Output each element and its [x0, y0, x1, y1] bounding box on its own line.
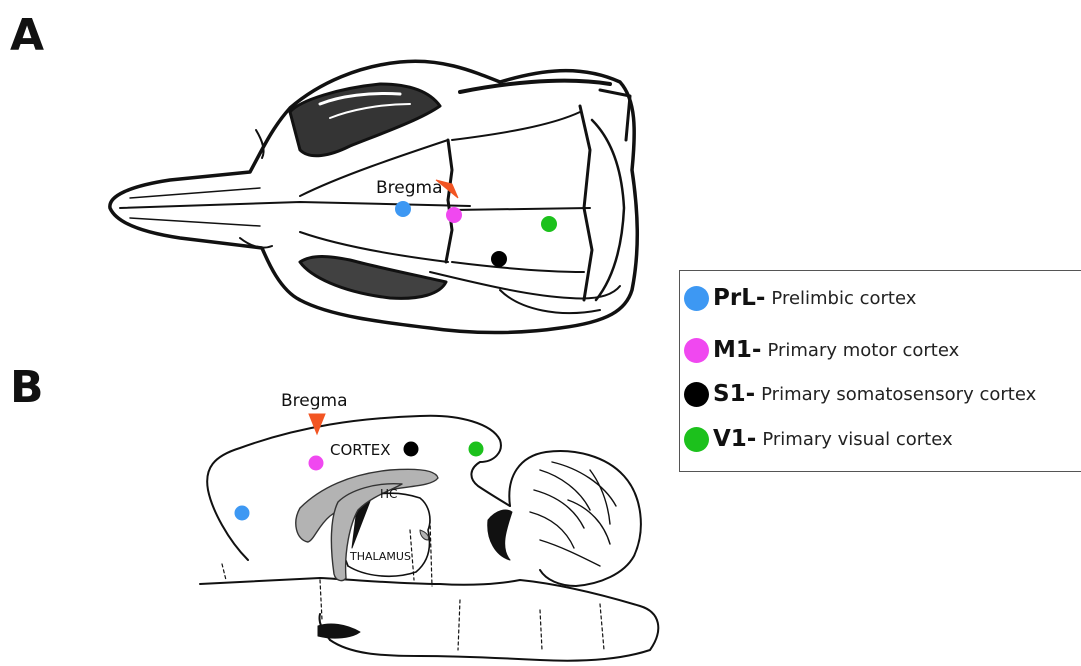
legend-item-m1: M1- Primary motor cortex [684, 337, 959, 363]
legend-dot-m1 [684, 338, 709, 363]
legend-abbr: S1- [713, 381, 755, 407]
thalamus-label: THALAMUS [349, 550, 411, 563]
lambdoid-suture [580, 106, 592, 300]
brain-sagittal-view [200, 416, 658, 661]
bregma-label-dorsal: Bregma [376, 178, 443, 198]
site-m1-sagittal [309, 456, 324, 471]
legend-item-v1: V1- Primary visual cortex [684, 426, 953, 452]
olfactory-dark-region [318, 624, 360, 638]
site-prl-sagittal [235, 506, 250, 521]
sagittal-suture [452, 208, 590, 210]
legend: PrL- Prelimbic cortex M1- Primary motor … [679, 270, 1081, 472]
hc-label: HC [380, 487, 397, 501]
site-m1-dorsal [446, 207, 462, 223]
legend-abbr: PrL- [713, 285, 765, 311]
bregma-label-sagittal: Bregma [281, 391, 348, 411]
brainstem-outline [200, 578, 658, 661]
zygomatic-arch-lower [300, 257, 446, 299]
site-v1-dorsal [541, 216, 557, 232]
skull-snout-midline [120, 202, 470, 208]
skull-dorsal-view [110, 61, 637, 332]
legend-dot-v1 [684, 427, 709, 452]
legend-dot-prl [684, 286, 709, 311]
coronal-suture [446, 140, 452, 262]
site-s1-dorsal [491, 251, 507, 267]
cortex-label: CORTEX [330, 441, 391, 459]
ventricle-dark-region [488, 510, 512, 560]
cerebellum-outline [509, 451, 641, 586]
bregma-arrow-sagittal-icon [309, 414, 325, 434]
legend-name: Primary motor cortex [767, 340, 959, 361]
site-prl-dorsal [395, 201, 411, 217]
legend-name: Primary visual cortex [762, 429, 952, 450]
legend-dot-s1 [684, 382, 709, 407]
legend-abbr: M1- [713, 337, 761, 363]
legend-name: Primary somatosensory cortex [761, 384, 1036, 405]
site-s1-sagittal [404, 442, 419, 457]
legend-name: Prelimbic cortex [771, 288, 916, 309]
legend-item-prl: PrL- Prelimbic cortex [684, 285, 916, 311]
legend-abbr: V1- [713, 426, 756, 452]
legend-item-s1: S1- Primary somatosensory cortex [684, 381, 1036, 407]
site-v1-sagittal [469, 442, 484, 457]
